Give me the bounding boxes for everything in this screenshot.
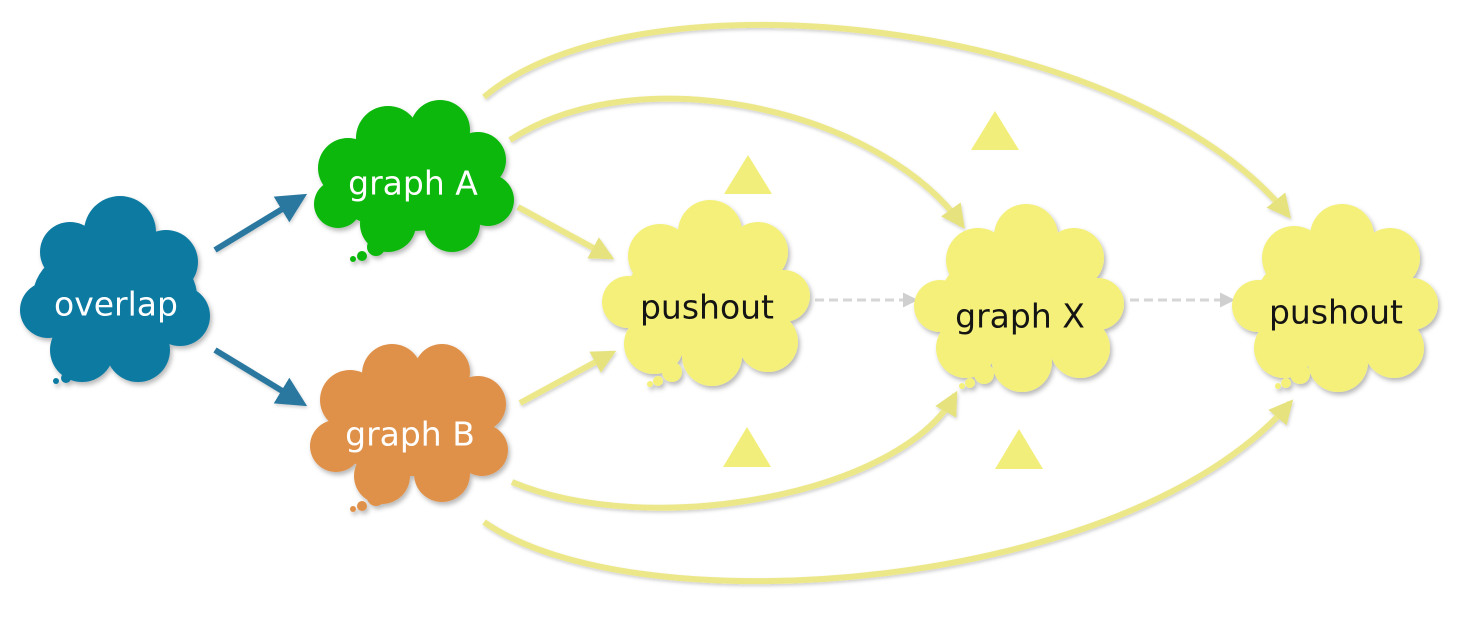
arrow-graph-b-to-graph-x [510, 390, 958, 511]
triangle-icon [971, 111, 1019, 150]
arrows [213, 22, 1294, 585]
cloud-shape [914, 204, 1124, 392]
triangle-icon [723, 427, 771, 467]
commuting-triangles [723, 111, 1043, 469]
cloud-shape [602, 200, 810, 387]
cloud-shape [20, 196, 210, 384]
node-graph-a: graph A [314, 100, 514, 262]
node-label: overlap [54, 285, 178, 324]
node-label: graph A [348, 164, 478, 203]
node-pushout-2: pushout [1232, 204, 1438, 392]
node-graph-x: graph X [914, 204, 1124, 392]
node-label: graph X [955, 297, 1085, 336]
arrow-graph-a-to-pushout-2 [482, 22, 1292, 219]
node-label: pushout [1269, 293, 1403, 332]
arrow-graph-b-to-pushout-2 [482, 399, 1294, 585]
arrow-graph-a-to-pushout-1 [516, 204, 615, 260]
cloud-shape [1232, 204, 1438, 392]
arrow-overlap-to-graph-b [213, 347, 308, 407]
node-label: pushout [640, 288, 774, 327]
node-label: graph B [345, 415, 475, 454]
triangle-icon [995, 429, 1043, 469]
triangle-icon [724, 155, 772, 194]
arrow-graph-b-to-pushout-1 [518, 350, 617, 406]
node-graph-b: graph B [310, 344, 508, 512]
arrow-graph-a-to-graph-x [508, 95, 965, 229]
arrow-overlap-to-graph-a [213, 193, 308, 253]
cloud-shape [310, 344, 508, 512]
node-overlap: overlap [20, 196, 210, 384]
cloud-shape [314, 100, 514, 262]
node-pushout-1: pushout [602, 200, 810, 387]
